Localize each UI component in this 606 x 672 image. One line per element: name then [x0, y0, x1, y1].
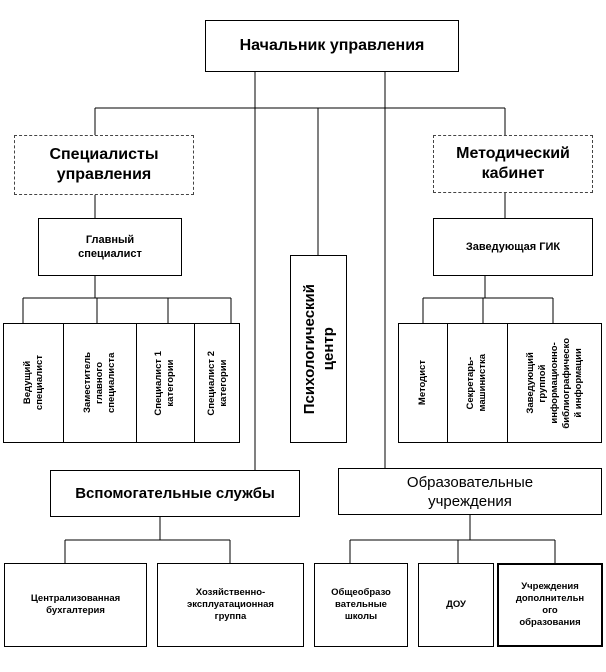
- node-label: Специалисты управления: [49, 146, 159, 183]
- node-label: Заместитель главного специалиста: [81, 352, 117, 414]
- node-head-of-department: Начальник управления: [205, 20, 459, 72]
- node-central-accounting: Централизованная бухгалтерия: [4, 563, 147, 647]
- node-label: Централизованная бухгалтерия: [30, 593, 121, 616]
- node-schools: Общеобразо вательные школы: [314, 563, 408, 647]
- node-label: Главный специалист: [78, 234, 142, 260]
- node-psychological-center: Психологический центр: [290, 255, 347, 443]
- node-label: Начальник управления: [239, 37, 425, 54]
- node-label: ДОУ: [446, 599, 466, 610]
- node-label: Вспомогательные службы: [75, 485, 275, 502]
- node-label: Специалист 2 категории: [205, 350, 229, 416]
- node-maintenance-group: Хозяйственно- эксплуатационная группа: [157, 563, 304, 647]
- node-specialists: Специалисты управления: [14, 135, 194, 195]
- node-specialist-cat-1: Специалист 1 категории: [136, 324, 194, 442]
- node-info-group-head: Заведующий группой информационно- библио…: [507, 324, 603, 442]
- node-specialist-cat-2: Специалист 2 категории: [194, 324, 241, 442]
- node-lead-specialist: Ведущий специалист: [4, 324, 63, 442]
- node-auxiliary-services: Вспомогательные службы: [50, 470, 300, 517]
- node-dou: ДОУ: [418, 563, 494, 647]
- node-educational-institutions: Образовательные учреждения: [338, 468, 602, 515]
- node-deputy-chief-specialist: Заместитель главного специалиста: [63, 324, 136, 442]
- node-methodist: Методист: [399, 324, 447, 442]
- node-methodical-staff: Методист Секретарь- машинистка Заведующи…: [398, 323, 602, 443]
- node-label: Секретарь- машинистка: [465, 354, 488, 412]
- node-label: Методический кабинет: [456, 145, 570, 182]
- node-label: Заведующий группой информационно- библио…: [525, 337, 584, 429]
- node-methodical-office: Методический кабинет: [433, 135, 593, 193]
- node-label: Общеобразо вательные школы: [331, 587, 391, 622]
- node-label: Методист: [417, 360, 428, 406]
- node-label: Психологический центр: [300, 283, 337, 415]
- node-specialists-staff: Ведущий специалист Заместитель главного …: [3, 323, 240, 443]
- node-label: Специалист 1 категории: [153, 350, 176, 416]
- node-additional-education: Учреждения дополнительн ого образования: [497, 563, 603, 647]
- node-head-gik: Заведующая ГИК: [433, 218, 593, 276]
- node-label: Ведущий специалист: [21, 355, 45, 411]
- node-label: Учреждения дополнительн ого образования: [515, 581, 585, 628]
- node-label: Образовательные учреждения: [406, 473, 534, 510]
- node-label: Хозяйственно- эксплуатационная группа: [187, 587, 274, 622]
- node-label: Заведующая ГИК: [465, 241, 561, 253]
- node-secretary-typist: Секретарь- машинистка: [447, 324, 507, 442]
- node-chief-specialist: Главный специалист: [38, 218, 182, 276]
